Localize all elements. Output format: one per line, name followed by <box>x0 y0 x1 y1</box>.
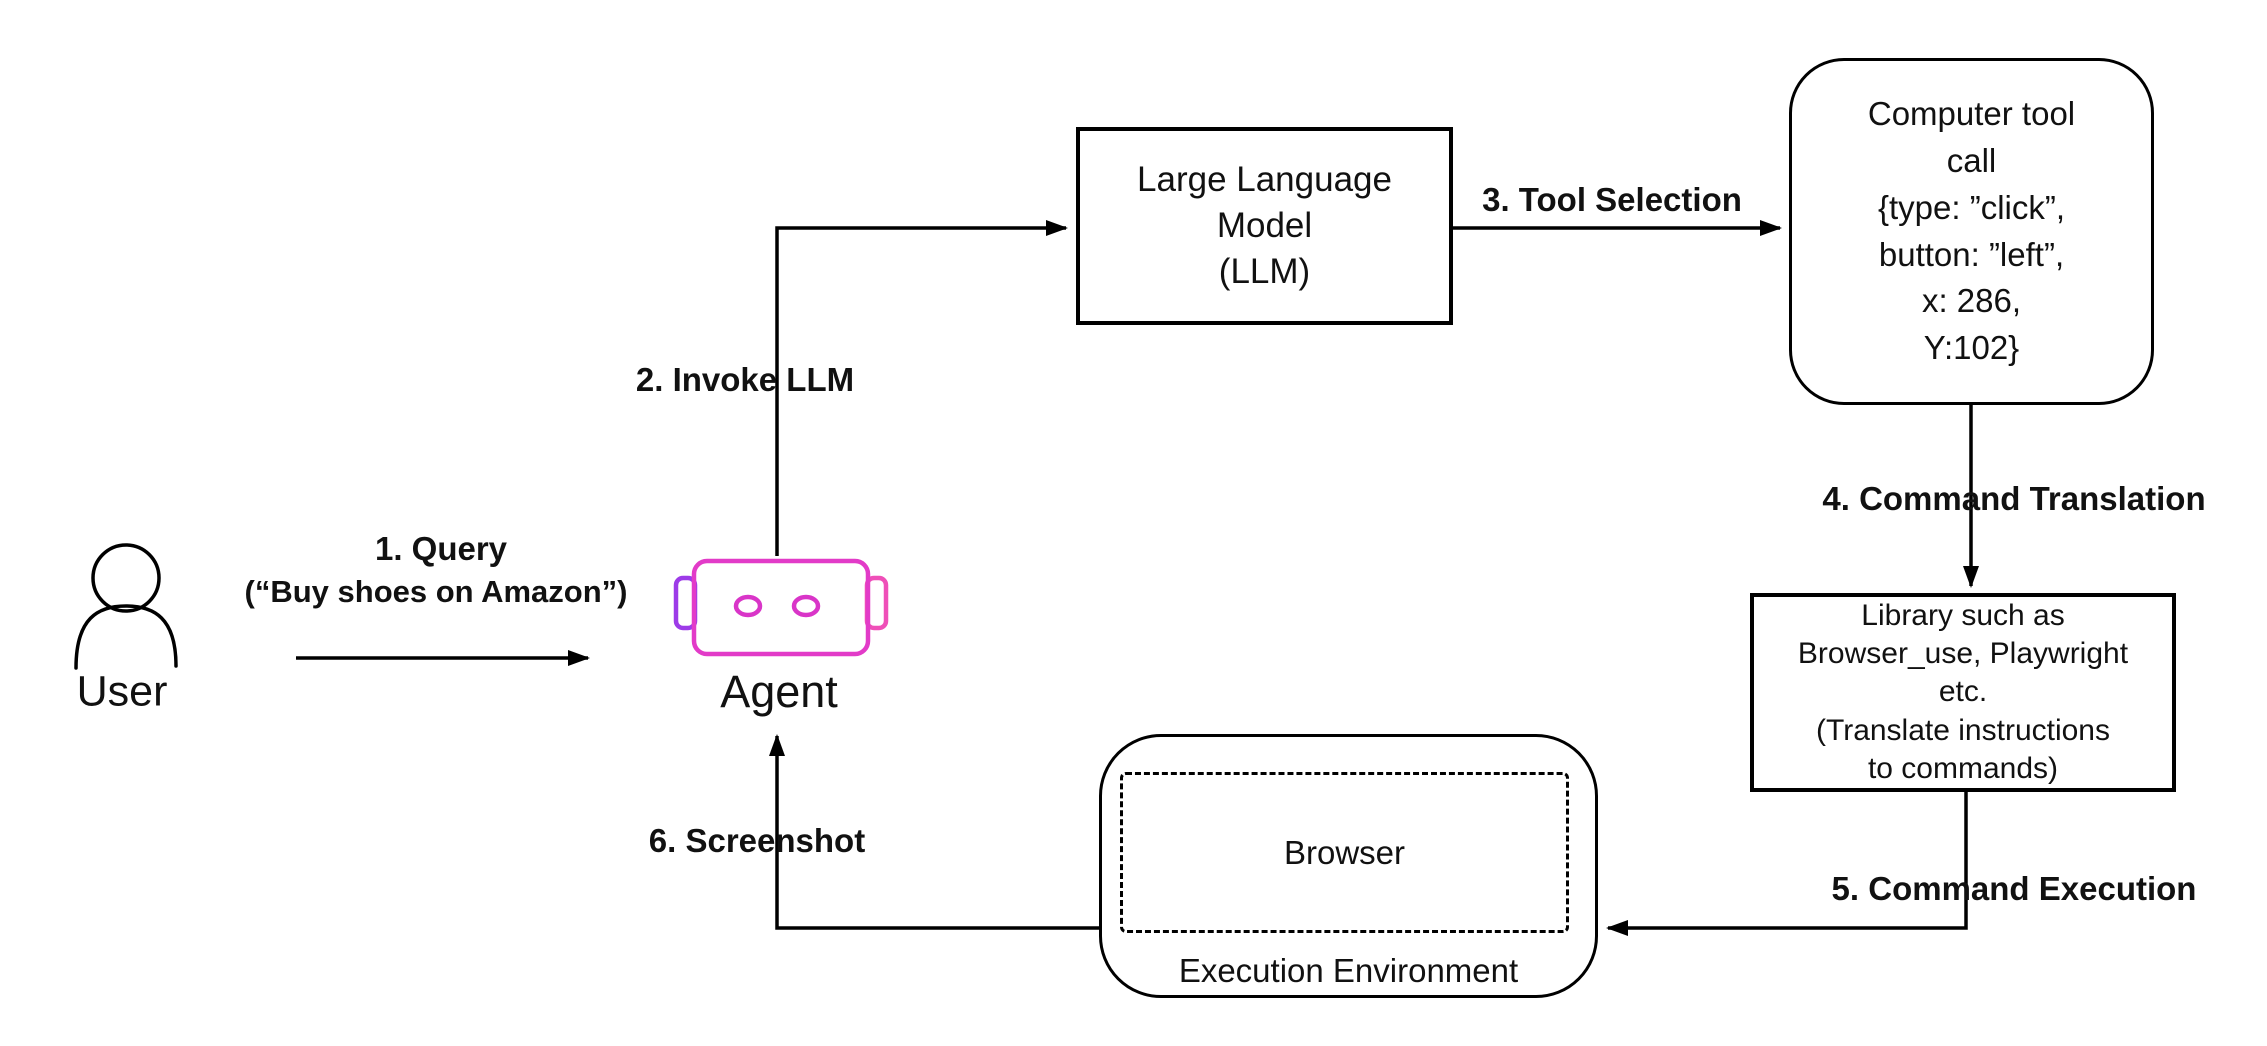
edge-label-invoke-llm: 2. Invoke LLM <box>635 361 855 398</box>
edge-label-command-execution: 5. Command Execution <box>1831 870 2197 907</box>
edge-screenshot-arrow <box>769 734 1099 930</box>
library-text-line: to commands) <box>1867 751 2059 785</box>
tool-call-text-line: Computer tool <box>1867 94 2076 132</box>
edge-label-tool-selection: 3. Tool Selection <box>1482 181 1742 218</box>
computer-tool-call-node: Computer tool call {type: ”click”, butto… <box>1789 58 2154 405</box>
tool-call-text-line: call <box>1946 141 1997 179</box>
edge-label-command-translation: 4. Command Translation <box>1822 480 2206 517</box>
agent-robot-icon <box>673 558 889 657</box>
llm-text-line: Model <box>1216 205 1313 245</box>
agent-node-label: Agent <box>720 666 838 717</box>
tool-call-text-line: x: 286, <box>1921 282 2022 320</box>
tool-call-text-line: {type: ”click”, <box>1877 188 2066 226</box>
library-node: Library such as Browser_use, Playwright … <box>1750 593 2176 792</box>
edge-label-query-detail: (“Buy shoes on Amazon”) <box>244 574 628 609</box>
user-node-label: User <box>76 667 168 716</box>
execution-environment-node <box>1099 734 1598 998</box>
user-icon <box>74 543 178 670</box>
edge-command-execution-arrow <box>1606 792 1968 936</box>
llm-node: Large Language Model (LLM) <box>1076 127 1453 325</box>
browser-node: Browser <box>1120 772 1569 933</box>
library-text-line: Library such as <box>1861 599 2065 633</box>
browser-label: Browser <box>1283 833 1406 871</box>
edge-invoke-llm-arrow <box>775 220 1068 556</box>
llm-text-line: (LLM) <box>1218 252 1311 292</box>
library-text-line: (Translate instructions <box>1816 713 2110 747</box>
execution-environment-label: Execution Environment <box>1178 952 1519 989</box>
library-text-line: etc. <box>1938 675 1988 709</box>
edge-label-screenshot: 6. Screenshot <box>648 822 866 859</box>
tool-call-text-line: button: ”left”, <box>1878 235 2065 273</box>
llm-text-line: Large Language <box>1137 159 1392 199</box>
edge-label-query-step: 1. Query <box>374 530 508 567</box>
tool-call-text-line: Y:102} <box>1923 329 2020 367</box>
library-text-line: Browser_use, Playwright <box>1797 637 2129 671</box>
